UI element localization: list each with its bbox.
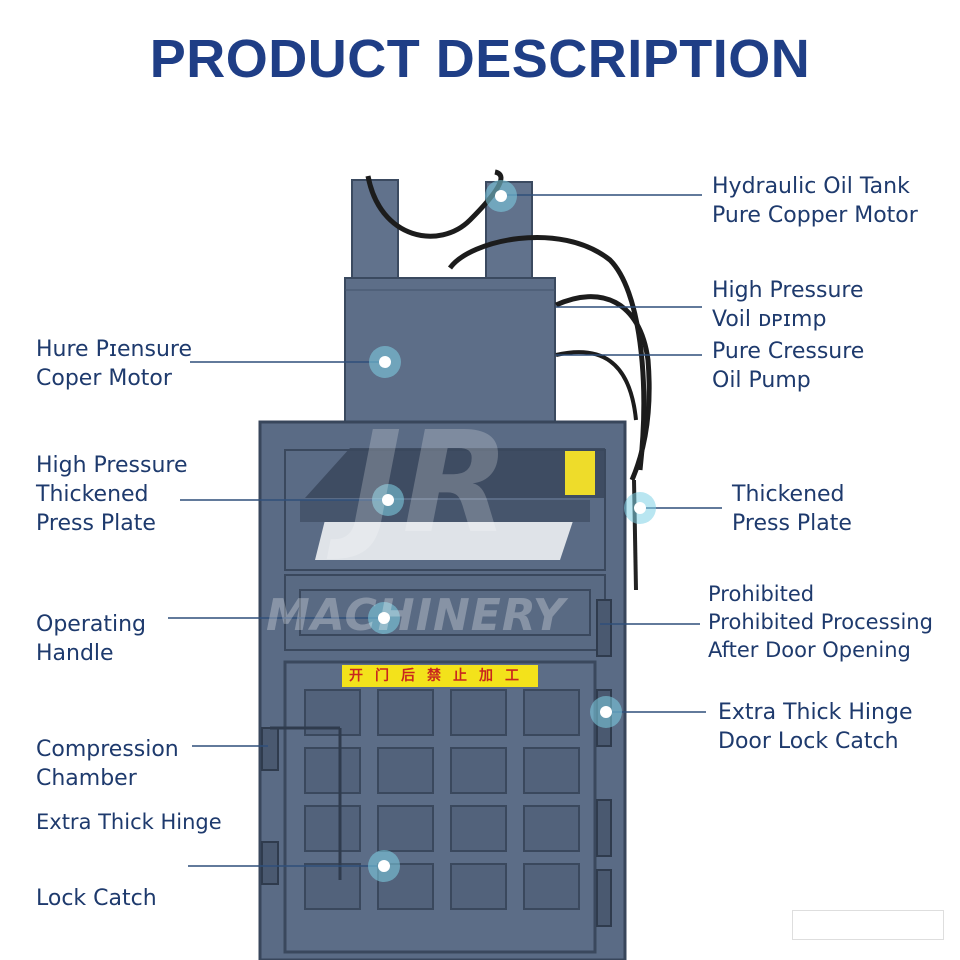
label-oil-pump: Pure Cressure Oil Pump xyxy=(712,339,865,393)
label-operating-handle: Operating Handle xyxy=(36,612,146,666)
label-press-plate-left: High Pressure Thickened Press Plate xyxy=(36,453,188,536)
label-extra-thick-hinge: Extra Thick Hinge xyxy=(36,810,222,834)
watermark-name: MACHINERY xyxy=(266,590,566,641)
warning-sign: 开门后禁止加工 xyxy=(342,665,538,687)
warning-sticker xyxy=(565,451,595,495)
watermark-brand: JR xyxy=(350,402,510,565)
corner-watermark-box xyxy=(792,910,944,940)
label-hinge-lock-right: Extra Thick Hinge Door Lock Catch xyxy=(718,700,913,754)
label-prohibited-processing: Prohibited Prohibited Processing After D… xyxy=(708,582,933,662)
label-hydraulic-oil-tank: Hydraulic Oil Tank Pure Copper Motor xyxy=(712,174,918,228)
label-compression-chamber: Compression Chamber xyxy=(36,737,179,791)
page-title: PRODUCT DESCRIPTION xyxy=(149,29,811,89)
label-press-plate-right: Thickened Press Plate xyxy=(732,482,852,536)
label-lock-catch: Lock Catch xyxy=(36,886,157,911)
label-high-pressure-pump: High Pressure Voil ᴅᴘɪmp xyxy=(712,278,864,332)
label-copper-motor: Hure Pɪensure Coper Motor xyxy=(36,337,192,391)
